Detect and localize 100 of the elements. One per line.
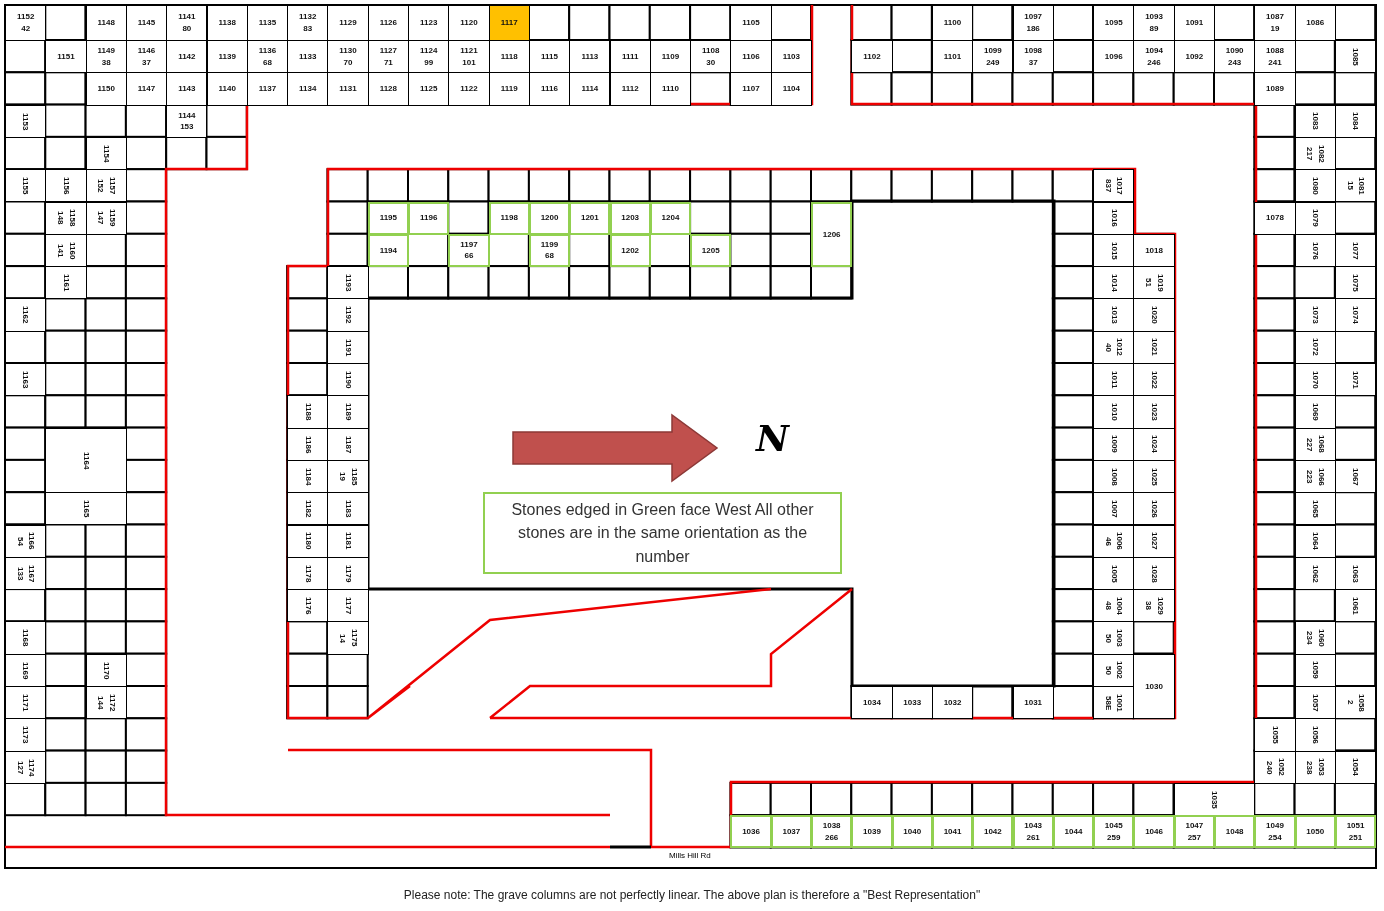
grave-plot: 1096	[1093, 40, 1135, 74]
grave-plot: 1201	[569, 201, 611, 235]
grave-plot: 1078	[1254, 201, 1296, 235]
grave-plot: 1089	[1254, 72, 1296, 106]
grave-plot: 1150	[85, 72, 127, 106]
grave-plot: 1026	[1133, 492, 1175, 526]
grave-plot: 1162	[5, 298, 47, 332]
grave-plot: 1010	[1093, 395, 1135, 429]
grave-plot: 1160 141	[45, 233, 87, 268]
grave-plot: 1177	[327, 589, 369, 623]
grave-plot: 1061	[1334, 589, 1377, 623]
grave-plot: 1043 261	[1012, 815, 1054, 849]
grave-plot: 1117	[488, 5, 530, 41]
road-name: Mills Hill Rd	[669, 851, 711, 860]
grave-plot: 1028	[1133, 556, 1175, 591]
grave-plot: 1071	[1334, 363, 1377, 397]
grave-plot: 1152 42	[5, 5, 47, 41]
grave-plot: 1172 144	[85, 686, 127, 720]
grave-plot: 1166 54	[5, 524, 47, 558]
grave-plot: 1098 37	[1012, 40, 1054, 74]
grave-plot: 1036	[730, 815, 772, 849]
compass-letter: N	[756, 420, 789, 456]
grave-plot: 1101	[931, 40, 974, 74]
grave-plot: 1032	[931, 686, 974, 720]
grave-plot: 1092	[1173, 40, 1215, 74]
grave-plot: 1206	[811, 201, 853, 268]
grave-plot: 1142	[166, 40, 208, 74]
grave-plot: 1106	[730, 40, 772, 74]
grave-plot: 1157 152	[85, 169, 127, 203]
grave-plot: 1007	[1093, 492, 1135, 526]
grave-plot: 1128	[367, 72, 409, 106]
grave-plot: 1189	[327, 395, 369, 429]
grave-plot: 1135	[246, 5, 289, 41]
grave-plot: 1171	[5, 686, 47, 720]
grave-plot: 1108 30	[690, 40, 732, 74]
grave-plot: 1065	[1294, 492, 1336, 526]
grave-plot: 1037	[770, 815, 812, 849]
grave-plot: 1169	[5, 653, 47, 687]
grave-plot: 1080	[1294, 169, 1336, 203]
footnote: Please note: The grave columns are not perfectly linear. The above plan is therefore a "Best Representation"	[402, 888, 982, 902]
grave-plot: 1137	[246, 72, 289, 106]
grave-plot: 1140	[206, 72, 248, 106]
grave-plot: 1088 241	[1254, 40, 1296, 74]
grave-plot: 1013	[1093, 298, 1135, 332]
grave-plot: 1045 259	[1093, 815, 1135, 849]
grave-plot: 1182	[287, 492, 329, 526]
grave-plot: 1001 58E	[1093, 686, 1135, 720]
grave-plot: 1049 254	[1254, 815, 1296, 849]
grave-plot: 1191	[327, 330, 369, 364]
grave-plot: 1033	[891, 686, 933, 720]
grave-plot: 1047 257	[1173, 815, 1215, 849]
grave-plot: 1134	[287, 72, 329, 106]
grave-plot: 1100	[931, 5, 974, 41]
grave-plot: 1104	[770, 72, 812, 106]
grave-plot: 1073	[1294, 298, 1336, 332]
grave-plot: 1122	[448, 72, 490, 106]
grave-plot: 1052 240	[1254, 750, 1296, 784]
grave-plot: 1130 70	[327, 40, 369, 74]
grave-plot: 1126	[367, 5, 409, 41]
grave-plot: 1021	[1133, 330, 1175, 364]
grave-plot: 1023	[1133, 395, 1175, 429]
grave-plot: 1190	[327, 363, 369, 397]
grave-plot: 1105	[730, 5, 772, 41]
grave-plot: 1143	[166, 72, 208, 106]
grave-plot: 1167 133	[5, 556, 47, 591]
grave-plot: 1129	[327, 5, 369, 41]
grave-plot: 1192	[327, 298, 369, 332]
grave-plot: 1050	[1294, 815, 1336, 849]
grave-plot: 1183	[327, 492, 369, 526]
grave-plot: 1017 837	[1093, 169, 1135, 203]
grave-plot: 1110	[649, 72, 692, 106]
grave-plot: 1034	[851, 686, 893, 720]
grave-plot: 1119	[488, 72, 530, 106]
grave-plot: 1123	[408, 5, 450, 41]
grave-plot: 1116	[528, 72, 571, 106]
grave-plot: 1074	[1334, 298, 1377, 332]
grave-plot: 1048	[1214, 815, 1256, 849]
grave-plot: 1181	[327, 524, 369, 558]
grave-plot: 1158 148	[45, 201, 87, 235]
grave-plot: 1087 19	[1254, 5, 1296, 41]
grave-plot: 1125	[408, 72, 450, 106]
grave-plot: 1102	[851, 40, 893, 74]
grave-plot: 1060 234	[1294, 621, 1336, 655]
grave-plot: 1185 19	[327, 459, 369, 494]
grave-plot: 1035	[1173, 782, 1256, 817]
grave-plot: 1097 186	[1012, 5, 1054, 41]
grave-plot: 1121 101	[448, 40, 490, 74]
grave-plot: 1042	[972, 815, 1014, 849]
grave-plot: 1147	[125, 72, 168, 106]
grave-plot: 1025	[1133, 459, 1175, 494]
grave-plot: 1022	[1133, 363, 1175, 397]
grave-plot: 1175 14	[327, 621, 369, 655]
grave-plot: 1164	[45, 427, 127, 494]
grave-plot: 1179	[327, 556, 369, 591]
grave-plot: 1081 15	[1334, 169, 1377, 203]
grave-plot: 1095	[1093, 5, 1135, 41]
grave-plot: 1091	[1173, 5, 1215, 41]
grave-plot: 1030	[1133, 653, 1175, 720]
grave-plot: 1024	[1133, 427, 1175, 461]
grave-plot: 1114	[569, 72, 611, 106]
